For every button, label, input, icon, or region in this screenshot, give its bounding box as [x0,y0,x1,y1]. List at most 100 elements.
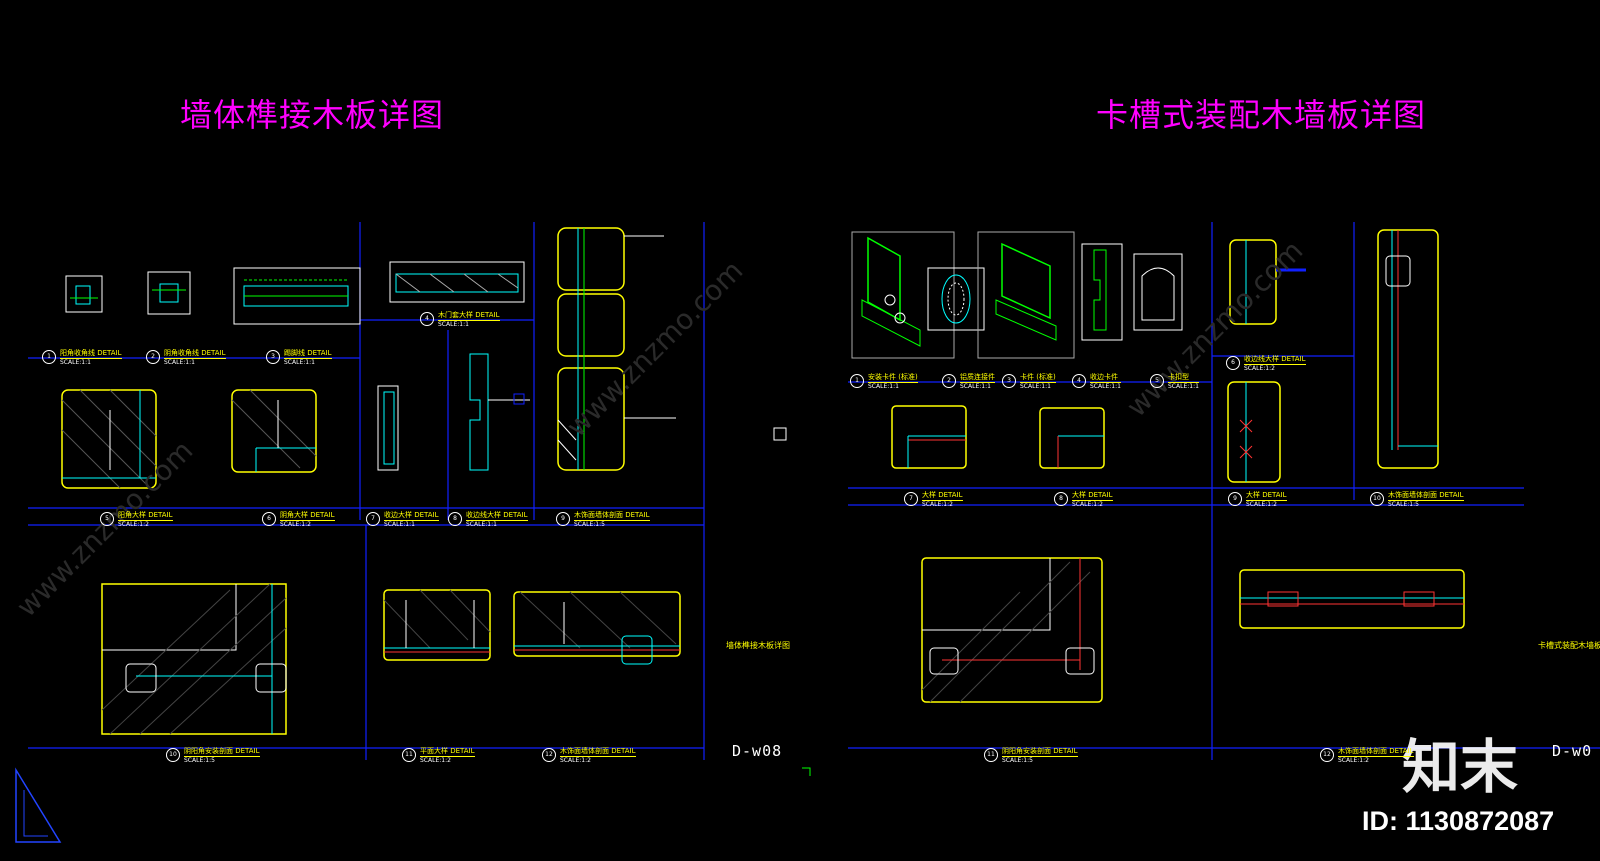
right-detail-3 [977,231,1075,359]
callout-number: 7 [904,492,918,506]
callout-number: 12 [542,748,556,762]
left-sheet-code: D-w08 [732,742,783,760]
callout-number: 5 [1150,374,1164,388]
callout-scale: SCALE:1:1 [1090,383,1121,390]
left-detail-4 [389,261,525,303]
callout-number: 8 [448,512,462,526]
callout-number: 10 [166,748,180,762]
right-detail-7 [891,405,967,469]
callout-label: 阴角大样 DETAIL [280,511,335,521]
left-detail-11 [383,589,491,661]
right-detail-6 [1229,239,1306,325]
callout-label: 木饰面墙体剖面 DETAIL [560,747,636,757]
callout-scale: SCALE:1:1 [284,359,315,366]
callout-label: 铝质连接件 [960,373,995,383]
callout-label: 踢脚线 DETAIL [284,349,332,359]
callout-number: 1 [850,374,864,388]
right-detail-1 [851,231,955,359]
right-detail-10 [921,557,1103,703]
right-wall-section [1377,229,1439,469]
callout-number: 4 [420,312,434,326]
callout-number: 4 [1072,374,1086,388]
right-sheet-code: D-w0 [1552,742,1593,760]
callout-scale: SCALE:1:5 [574,521,605,528]
callout-label: 卡扣型 [1168,372,1199,383]
callout-label: 木饰面墙体剖面 DETAIL [1338,747,1414,757]
image-id-watermark: ID: 1130872087 [1362,806,1555,836]
left-detail-12 [513,591,681,665]
callout-label: 安装卡件 (标准) [868,373,918,383]
callout-scale: SCALE:1:1 [1168,383,1199,390]
callout-label: 大样 DETAIL [1246,491,1287,501]
left-detail-8 [469,353,530,471]
callout-label: 收边大样 DETAIL [384,511,439,521]
callout-label: 大样 DETAIL [1072,491,1113,501]
callout-label: 大样 DETAIL [922,491,963,501]
right-detail-12 [1239,569,1465,629]
left-detail-2 [147,271,191,315]
callout-scale: SCALE:1:2 [1072,501,1103,508]
selection-marker[interactable] [773,427,787,441]
callout-label: 木饰面墙体剖面 DETAIL [574,511,650,521]
callout-scale: SCALE:1:5 [184,757,215,764]
right-detail-9 [1227,381,1281,483]
callout-label: 阴阳角安装剖面 DETAIL [184,747,260,757]
callout-scale: SCALE:1:1 [60,359,91,366]
callout-scale: SCALE:1:2 [922,501,953,508]
callout-label: 阴角收角线 DETAIL [164,349,226,359]
callout-label: 收边线大样 DETAIL [1244,355,1306,365]
left-detail-6 [231,389,317,473]
callout-scale: SCALE:1:2 [560,757,591,764]
callout-scale: SCALE:1:1 [384,521,415,528]
callout-number: 10 [1370,492,1384,506]
callout-scale: SCALE:1:2 [1338,757,1369,764]
ucs-icon[interactable] [15,767,62,843]
callout-label: 收边线大样 DETAIL [466,511,528,521]
callout-label: 收边卡件 [1090,372,1121,383]
callout-number: 11 [984,748,998,762]
callout-number: 9 [556,512,570,526]
callout-label: 阳角收角线 DETAIL [60,349,122,359]
callout-label: 平面大样 DETAIL [420,747,475,757]
callout-number: 2 [942,374,956,388]
callout-scale: SCALE:1:2 [118,521,149,528]
callout-number: 7 [366,512,380,526]
callout-number: 6 [262,512,276,526]
callout-number: 2 [146,350,160,364]
callout-number: 11 [402,748,416,762]
callout-number: 3 [266,350,280,364]
callout-label: 阳角大样 DETAIL [118,511,173,521]
left-wall-panels [557,227,676,471]
callout-scale: SCALE:1:5 [1388,501,1419,508]
brand-watermark: 知末 [1402,733,1519,801]
left-detail-10 [101,583,287,735]
left-detail-1 [65,275,103,313]
left-sheet-title: 墙体榫接木板详图 [180,96,445,134]
callout-scale: SCALE:1:2 [420,757,451,764]
